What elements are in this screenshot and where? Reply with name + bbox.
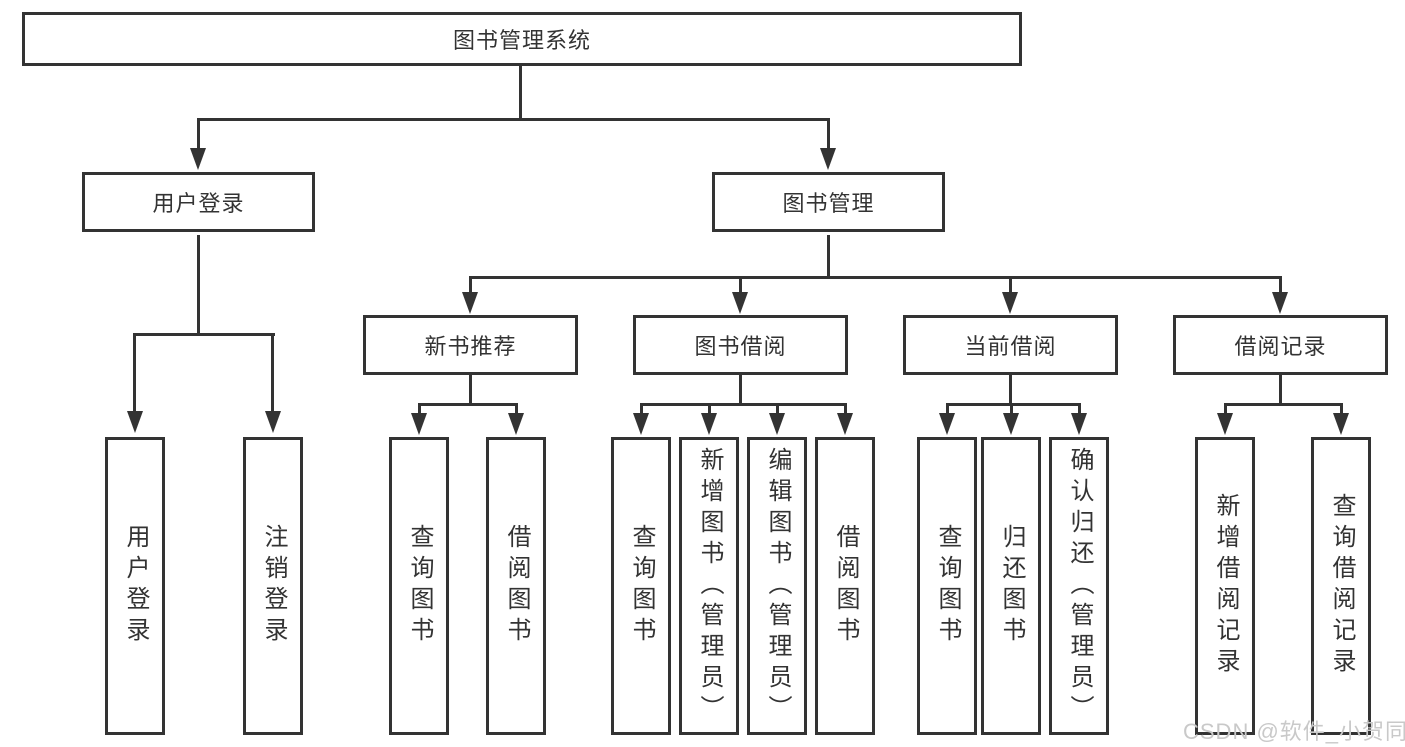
connector-cb-bar [946, 403, 1080, 406]
arrowhead-bb-edit [769, 413, 785, 435]
connector-stem-cb-return [1010, 403, 1013, 415]
csdn-watermark: CSDN @软件_小贺同学 [1183, 719, 1405, 744]
node-leaf-cb-confirm-return-admin-label: 确认归还（管理员） [1066, 446, 1093, 726]
node-leaf-nbr-borrow-books: 借阅图书 [486, 437, 546, 735]
arrowhead-bb-borrow [837, 413, 853, 435]
node-borrow-records-label: 借阅记录 [1234, 334, 1327, 359]
node-leaf-bb-borrow-books-label: 借阅图书 [832, 524, 859, 648]
connector-stem-new-book-recommend [469, 276, 472, 294]
connector-stem-current-borrow [1009, 276, 1012, 294]
connector-stem-cb-query [946, 403, 949, 415]
node-book-borrow-label: 图书借阅 [694, 334, 787, 359]
node-leaf-bb-borrow-books: 借阅图书 [815, 437, 875, 735]
node-new-book-recommend: 新书推荐 [363, 315, 578, 375]
arrowhead-book-management [820, 148, 836, 170]
arrowhead-book-borrow [732, 292, 748, 314]
arrowhead-login-leaf [127, 411, 143, 433]
arrowhead-cb-query [939, 413, 955, 435]
connector-br-bar [1224, 403, 1342, 406]
arrowhead-br-add [1217, 413, 1233, 435]
node-leaf-br-query-record-label: 查询借阅记录 [1328, 493, 1355, 679]
connector-stem-login-leaf [133, 333, 136, 411]
node-leaf-bb-query-books-label: 查询图书 [628, 524, 655, 648]
connector-stem-borrow-records [1279, 276, 1282, 294]
connector-stem-cb-confirm [1078, 403, 1081, 415]
node-leaf-br-add-record-label: 新增借阅记录 [1212, 493, 1239, 679]
node-leaf-cb-query-books: 查询图书 [917, 437, 977, 735]
connector-nbr-trunk [469, 375, 472, 403]
node-borrow-records: 借阅记录 [1173, 315, 1388, 375]
connector-stem-book-management [827, 118, 830, 150]
node-leaf-cb-return-books-label: 归还图书 [998, 524, 1025, 648]
node-book-borrow: 图书借阅 [633, 315, 848, 375]
connector-nbr-bar [418, 403, 518, 406]
connector-stem-bb-borrow [844, 403, 847, 415]
node-leaf-user-login-label: 用户登录 [122, 524, 149, 648]
node-root-label: 图书管理系统 [452, 28, 591, 53]
arrowhead-nbr-query [411, 413, 427, 435]
node-leaf-cb-return-books: 归还图书 [981, 437, 1041, 735]
node-user-login: 用户登录 [82, 172, 315, 232]
arrowhead-current-borrow [1002, 292, 1018, 314]
connector-bb-bar [640, 403, 846, 406]
connector-stem-book-borrow [739, 276, 742, 294]
arrowhead-cb-confirm [1071, 413, 1087, 435]
connector-stem-br-add [1224, 403, 1227, 415]
connector-root-bar [197, 118, 830, 121]
node-leaf-bb-edit-books-admin-label: 编辑图书（管理员） [764, 446, 791, 726]
connector-stem-logout-leaf [271, 333, 274, 411]
connector-user-login-trunk [197, 235, 200, 335]
connector-book-management-trunk [827, 235, 830, 278]
node-root: 图书管理系统 [22, 12, 1022, 66]
connector-user-login-bar [133, 333, 275, 336]
node-leaf-br-add-record: 新增借阅记录 [1195, 437, 1255, 735]
node-leaf-logout: 注销登录 [243, 437, 303, 735]
arrowhead-br-query [1333, 413, 1349, 435]
arrowhead-user-login [190, 148, 206, 170]
arrowhead-cb-return [1003, 413, 1019, 435]
node-leaf-nbr-query-books: 查询图书 [389, 437, 449, 735]
node-current-borrow: 当前借阅 [903, 315, 1118, 375]
arrowhead-bb-query [633, 413, 649, 435]
connector-stem-user-login [197, 118, 200, 150]
node-user-login-label: 用户登录 [152, 191, 245, 216]
arrowhead-borrow-records [1272, 292, 1288, 314]
node-leaf-br-query-record: 查询借阅记录 [1311, 437, 1371, 735]
connector-cb-trunk [1009, 375, 1012, 403]
connector-book-management-bar [469, 276, 1281, 279]
connector-stem-bb-query [640, 403, 643, 415]
node-leaf-cb-query-books-label: 查询图书 [934, 524, 961, 648]
arrowhead-nbr-borrow [508, 413, 524, 435]
node-new-book-recommend-label: 新书推荐 [424, 334, 517, 359]
node-book-management: 图书管理 [712, 172, 945, 232]
connector-stem-br-query [1340, 403, 1343, 415]
node-leaf-logout-label: 注销登录 [260, 524, 287, 648]
connector-bb-trunk [739, 375, 742, 403]
node-leaf-user-login: 用户登录 [105, 437, 165, 735]
node-leaf-bb-add-books-admin: 新增图书（管理员） [679, 437, 739, 735]
node-book-management-label: 图书管理 [782, 191, 875, 216]
connector-stem-bb-add [708, 403, 711, 415]
connector-br-trunk [1279, 375, 1282, 403]
node-leaf-bb-query-books: 查询图书 [611, 437, 671, 735]
node-leaf-nbr-query-books-label: 查询图书 [406, 524, 433, 648]
connector-root-trunk [519, 66, 522, 120]
connector-stem-bb-edit [776, 403, 779, 415]
connector-stem-nbr-query [418, 403, 421, 415]
arrowhead-new-book-recommend [462, 292, 478, 314]
node-leaf-bb-edit-books-admin: 编辑图书（管理员） [747, 437, 807, 735]
node-current-borrow-label: 当前借阅 [964, 334, 1057, 359]
arrowhead-logout-leaf [265, 411, 281, 433]
arrowhead-bb-add [701, 413, 717, 435]
node-leaf-cb-confirm-return-admin: 确认归还（管理员） [1049, 437, 1109, 735]
node-leaf-nbr-borrow-books-label: 借阅图书 [503, 524, 530, 648]
connector-stem-nbr-borrow [515, 403, 518, 415]
node-leaf-bb-add-books-admin-label: 新增图书（管理员） [696, 446, 723, 726]
